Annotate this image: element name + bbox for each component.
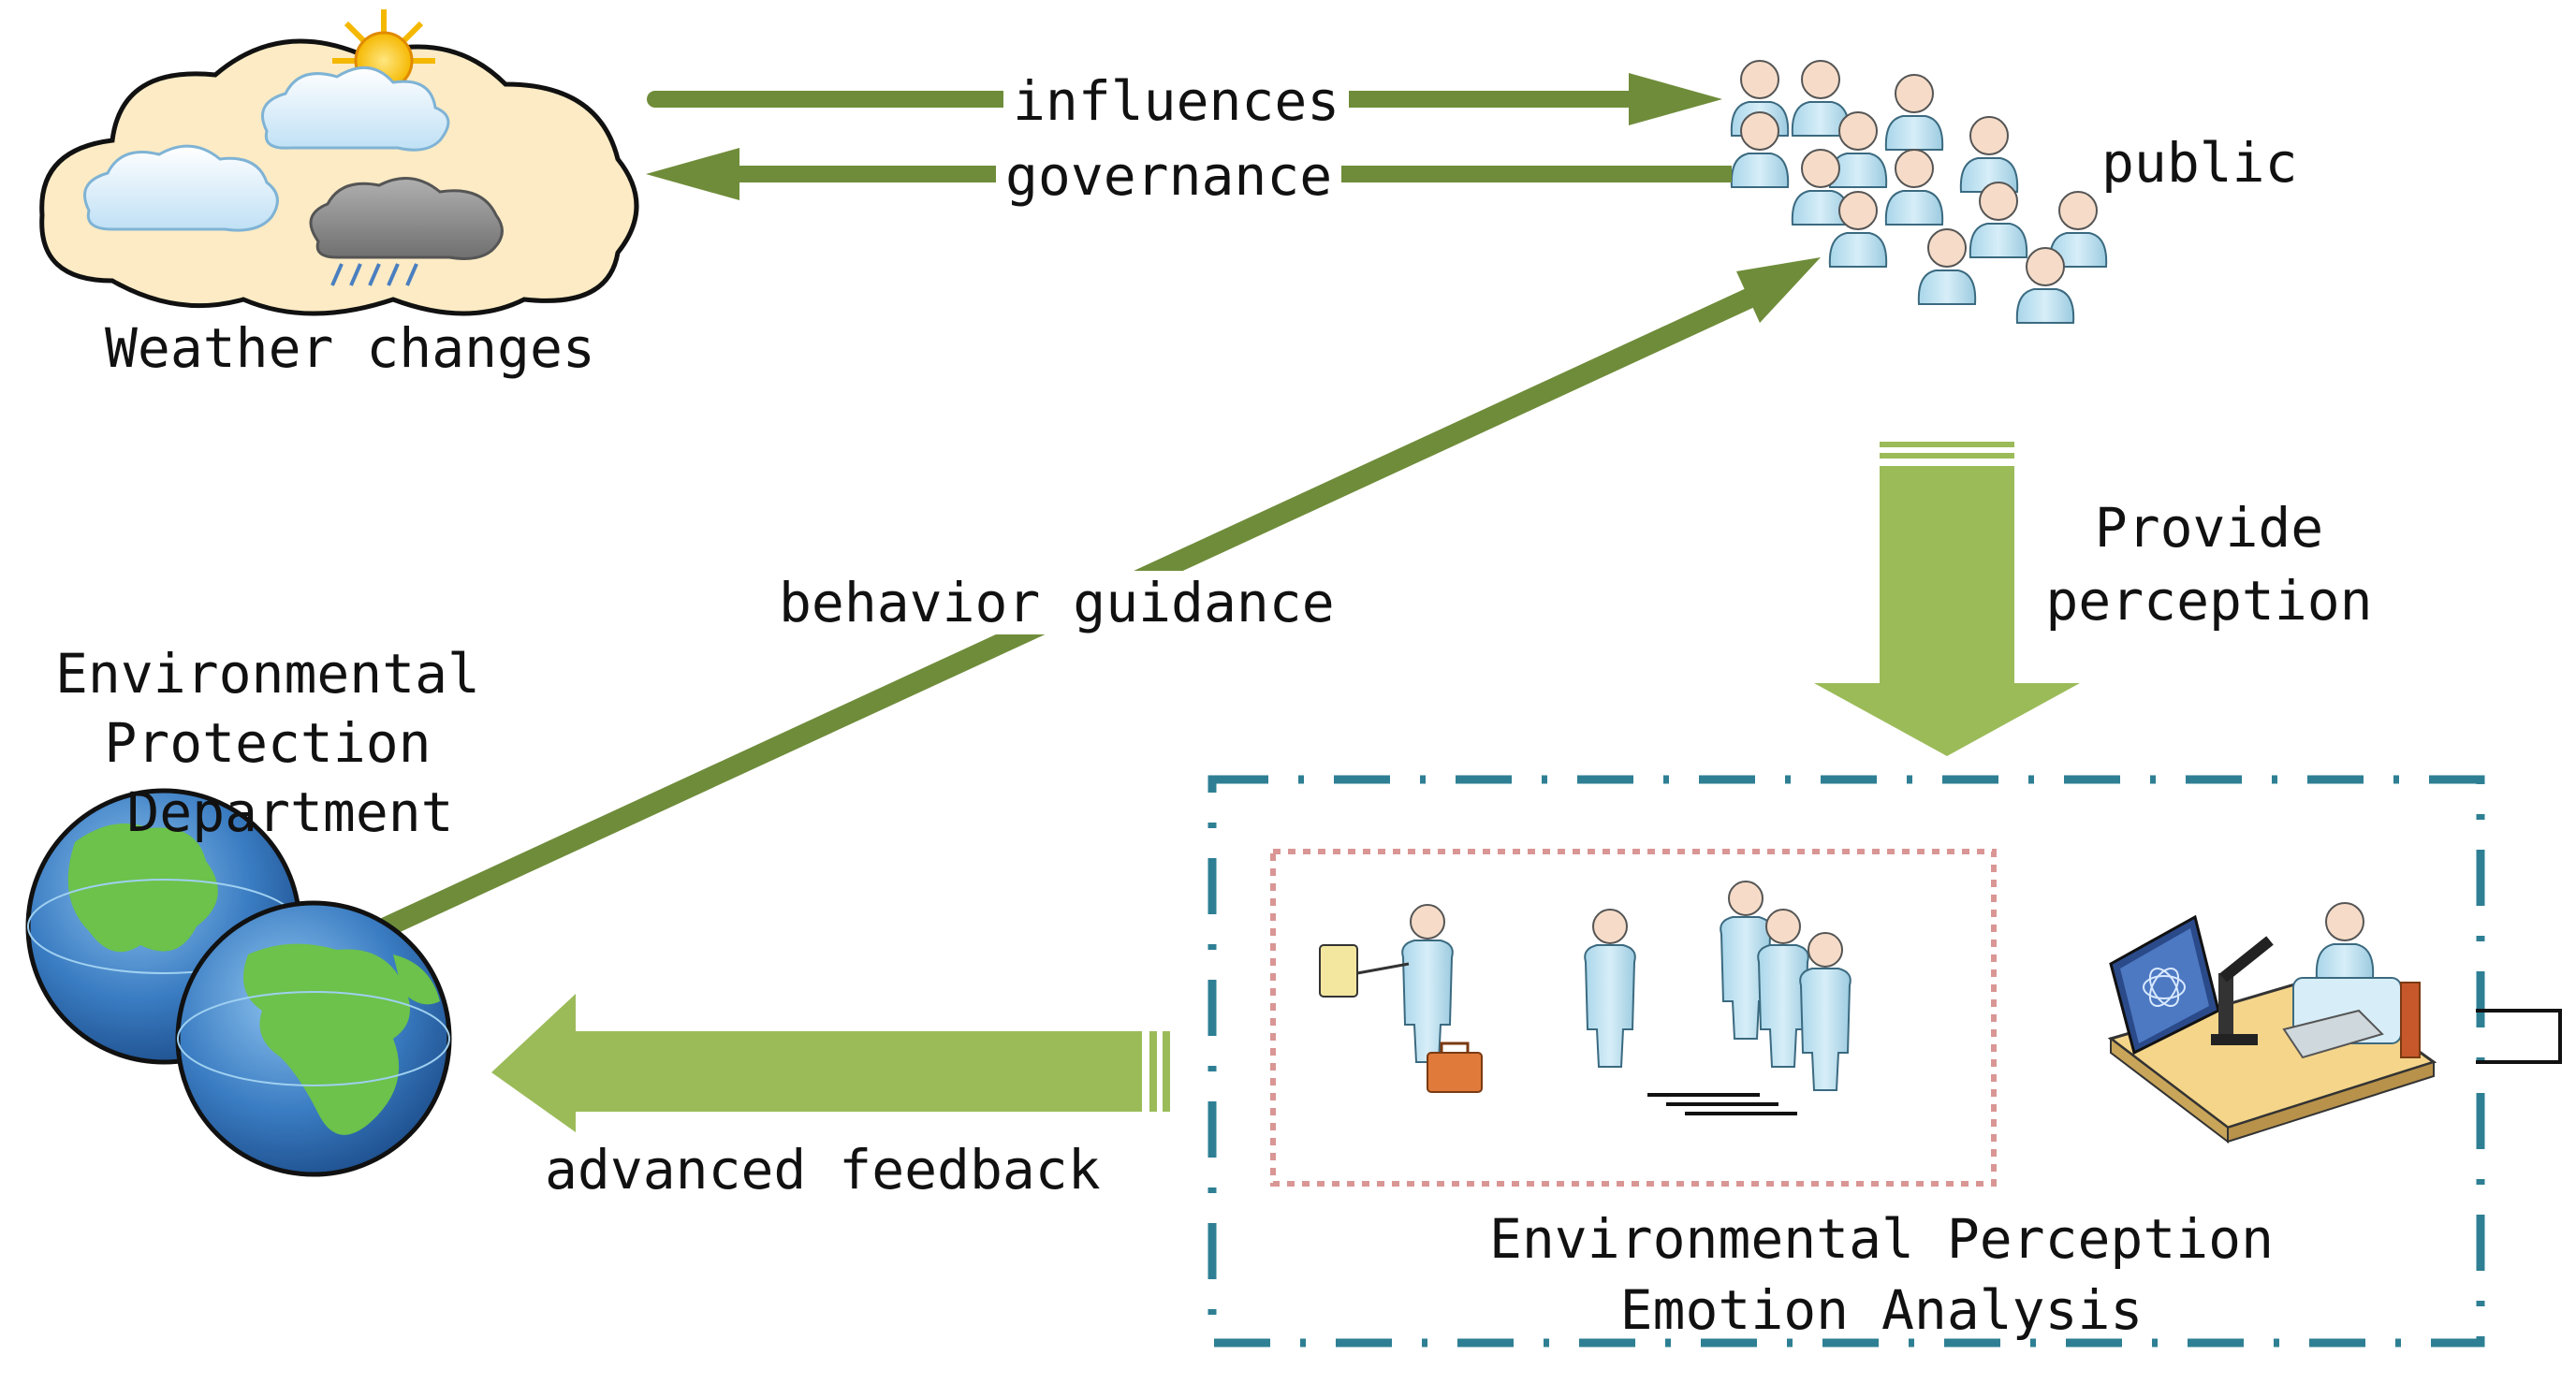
advanced-feedback-arrow (491, 994, 1170, 1132)
analysts-icon (1319, 881, 2562, 1144)
globe-icon (25, 788, 452, 1177)
advanced-feedback-label: advanced feedback (545, 1138, 1101, 1202)
weather-changes-label: Weather changes (105, 316, 595, 380)
scientist-desk-icon (2107, 902, 2562, 1144)
department-label-line2: Protection (104, 711, 432, 775)
provide-perception-arrow (1814, 442, 2080, 756)
public-label: public (2101, 131, 2298, 195)
provide-perception-label-line1: Provide (2094, 496, 2324, 560)
department-label-line1: Environmental (55, 642, 480, 706)
influences-label: influences (1003, 69, 1350, 133)
weather-cloud-icon (39, 9, 639, 316)
governance-label: governance (996, 144, 1342, 208)
globe-front-icon (175, 900, 452, 1177)
cloud-icon-2 (83, 144, 279, 232)
analysis-inner-box (1270, 849, 1997, 1187)
department-label-line3: Department (126, 780, 454, 844)
behavior-guidance-label: behavior guidance (769, 571, 1344, 634)
cloud-icon (261, 66, 450, 152)
inspector-person-icon (1319, 904, 1483, 1093)
analysis-label-line2: Emotion Analysis (1619, 1278, 2144, 1342)
provide-perception-label-line2: perception (2045, 569, 2373, 633)
analysis-label-line1: Environmental Perception (1488, 1207, 2275, 1271)
team-hierarchy-icon (1584, 881, 1852, 1115)
rain-cloud-icon (309, 176, 504, 286)
